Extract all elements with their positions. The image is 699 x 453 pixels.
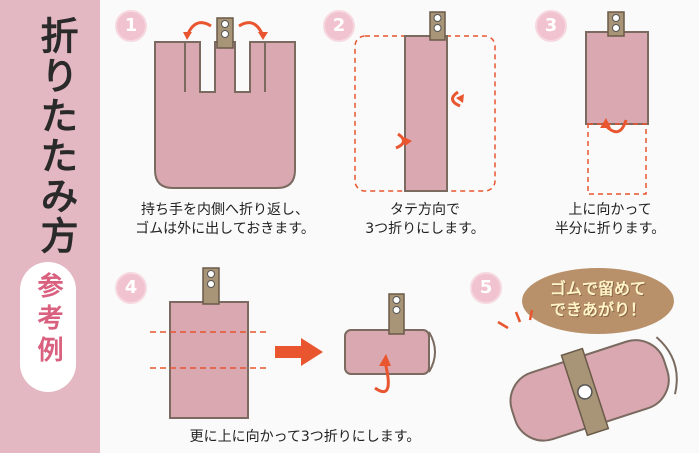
step-3-illustration — [585, 11, 649, 195]
step-5-illustration — [497, 309, 678, 442]
step-3-number: 3 — [535, 10, 567, 42]
step-3-caption-line-2: 半分に折ります。 — [554, 221, 666, 237]
speech-bubble-text: ゴムで留めて できあがり！ — [530, 278, 666, 320]
sidebar: 折りたたみ方 参考例 — [0, 0, 100, 453]
step-1-caption: 持ち手を内側へ折り返し、 ゴムは外に出しておきます。 — [120, 201, 330, 239]
step-5-number: 5 — [470, 272, 502, 304]
page-title: 折りたたみ方 — [34, 16, 78, 256]
speech-bubble-line-1: ゴムで留めて — [549, 279, 646, 298]
step-1-illustration — [154, 17, 296, 189]
step-4-caption-line-1: 更に上に向かって3つ折りにします。 — [189, 429, 421, 445]
step-2-caption: タテ方向で 3つ折りにします。 — [335, 201, 515, 239]
sample-badge: 参考例 — [20, 262, 76, 392]
speech-bubble-line-2: できあがり！ — [549, 300, 646, 319]
step-2-caption-line-1: タテ方向で — [390, 202, 460, 218]
step-3-caption-line-1: 上に向かって — [568, 202, 652, 218]
step-3-caption: 上に向かって 半分に折ります。 — [535, 201, 685, 239]
step-4-caption: 更に上に向かって3つ折りにします。 — [160, 428, 450, 447]
step-1-caption-line-1: 持ち手を内側へ折り返し、 — [141, 202, 309, 218]
sample-badge-label: 参考例 — [33, 272, 63, 368]
step-1-number: 1 — [115, 10, 147, 42]
speech-bubble — [522, 268, 674, 334]
step-4-illustration — [150, 267, 436, 419]
step-4-number: 4 — [115, 272, 147, 304]
step-2-illustration — [354, 11, 496, 192]
step-2-caption-line-2: 3つ折りにします。 — [365, 221, 485, 237]
step-1-caption-line-2: ゴムは外に出しておきます。 — [135, 221, 315, 237]
step-2-number: 2 — [323, 10, 355, 42]
